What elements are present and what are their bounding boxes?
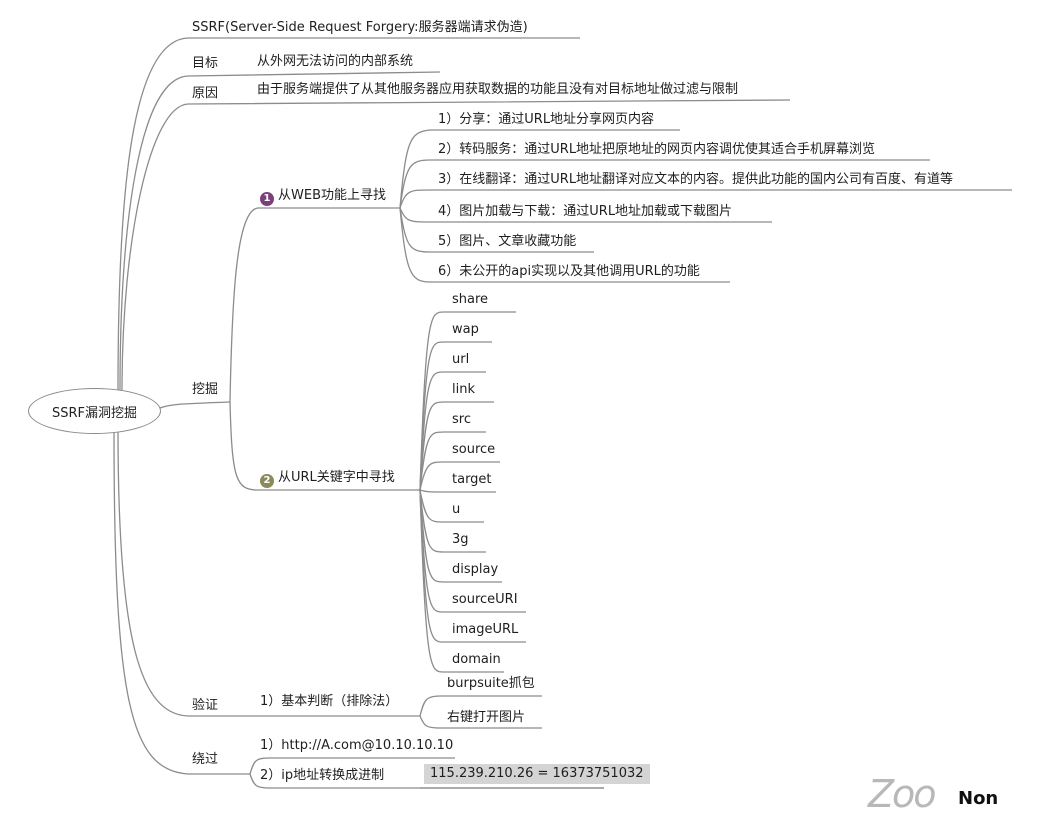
keyword-item[interactable]: target [452, 472, 492, 488]
bypass-node[interactable]: 绕过 [192, 752, 218, 768]
web-item-label: 4）图片加载与下载：通过URL地址加载或下载图片 [438, 204, 733, 219]
keyword-item-label: display [452, 562, 499, 577]
keyword-item-label: share [452, 292, 489, 307]
web-branch-node[interactable]: 1 从WEB功能上寻找 [260, 188, 386, 206]
mining-label: 挖掘 [192, 382, 219, 397]
keyword-item[interactable]: link [452, 382, 475, 398]
web-branch-label: 从WEB功能上寻找 [278, 188, 386, 203]
goal-value-text: 从外网无法访问的内部系统 [257, 54, 414, 69]
verify-item-burpsuite[interactable]: burpsuite抓包 [447, 676, 535, 692]
watermark-logo: Zoo [868, 772, 937, 816]
verify-item-right-click[interactable]: 右键打开图片 [447, 710, 525, 726]
web-item-label: 2）转码服务：通过URL地址把原地址的网页内容调优使其适合手机屏幕浏览 [438, 142, 876, 157]
verify-label: 验证 [192, 698, 219, 713]
mining-node[interactable]: 挖掘 [192, 382, 218, 398]
number-1-badge-icon: 1 [260, 192, 274, 206]
keyword-item[interactable]: imageURL [452, 622, 518, 638]
verify-item-label: burpsuite抓包 [447, 676, 535, 691]
ip-conversion-label: 115.239.210.26 = 16373751032 [430, 766, 644, 781]
web-item[interactable]: 5）图片、文章收藏功能 [438, 234, 576, 250]
web-item-label: 5）图片、文章收藏功能 [438, 234, 577, 249]
ip-conversion-node[interactable]: 115.239.210.26 = 16373751032 [424, 764, 650, 784]
web-item[interactable]: 2）转码服务：通过URL地址把原地址的网页内容调优使其适合手机屏幕浏览 [438, 142, 875, 158]
cause-label: 原因 [192, 86, 219, 101]
goal-node[interactable]: 目标 [192, 56, 218, 72]
goal-label: 目标 [192, 56, 219, 71]
keyword-item[interactable]: domain [452, 652, 501, 668]
bypass-item-at-sign[interactable]: 1）http://A.com@10.10.10.10 [260, 738, 453, 754]
keyword-item[interactable]: display [452, 562, 498, 578]
verify-method-label: 1）基本判断（排除法） [260, 694, 399, 709]
root-node[interactable]: SSRF漏洞挖掘 [28, 388, 161, 434]
keyword-item-label: source [452, 442, 496, 457]
bypass-item-label: 2）ip地址转换成进制 [260, 768, 385, 783]
top-note[interactable]: SSRF(Server-Side Request Forgery:服务器端请求伪… [192, 20, 528, 36]
keyword-branch-node[interactable]: 2 从URL关键字中寻找 [260, 470, 395, 488]
web-item[interactable]: 3）在线翻译：通过URL地址翻译对应文本的内容。提供此功能的国内公司有百度、有道… [438, 172, 953, 188]
verify-item-label: 右键打开图片 [447, 710, 526, 725]
keyword-item[interactable]: wap [452, 322, 479, 338]
number-2-badge-icon: 2 [260, 474, 274, 488]
keyword-item-label: imageURL [452, 622, 519, 637]
keyword-item[interactable]: url [452, 352, 469, 368]
web-item[interactable]: 6）未公开的api实现以及其他调用URL的功能 [438, 264, 700, 280]
cause-value[interactable]: 由于服务端提供了从其他服务器应用获取数据的功能且没有对目标地址做过滤与限制 [257, 82, 738, 98]
keyword-item-label: url [452, 352, 470, 367]
verify-node[interactable]: 验证 [192, 698, 218, 714]
keyword-item-label: u [452, 502, 461, 517]
web-item-label: 1）分享：通过URL地址分享网页内容 [438, 112, 655, 127]
keyword-item[interactable]: u [452, 502, 460, 518]
bypass-item-label: 1）http://A.com@10.10.10.10 [260, 738, 454, 753]
web-item-label: 6）未公开的api实现以及其他调用URL的功能 [438, 264, 700, 279]
keyword-item-label: target [452, 472, 492, 487]
keyword-branch-label: 从URL关键字中寻找 [278, 470, 395, 485]
keyword-item[interactable]: src [452, 412, 471, 428]
keyword-item-label: src [452, 412, 471, 427]
keyword-item-label: link [452, 382, 475, 397]
top-note-label: SSRF(Server-Side Request Forgery:服务器端请求伪… [192, 20, 528, 35]
keyword-item[interactable]: source [452, 442, 495, 458]
keyword-item[interactable]: share [452, 292, 488, 308]
goal-value[interactable]: 从外网无法访问的内部系统 [257, 54, 413, 70]
web-item[interactable]: 1）分享：通过URL地址分享网页内容 [438, 112, 654, 128]
verify-method-node[interactable]: 1）基本判断（排除法） [260, 694, 398, 710]
web-item-label: 3）在线翻译：通过URL地址翻译对应文本的内容。提供此功能的国内公司有百度、有道… [438, 172, 954, 187]
root-label: SSRF漏洞挖掘 [51, 405, 137, 421]
bypass-label: 绕过 [192, 752, 219, 767]
cause-node[interactable]: 原因 [192, 86, 218, 102]
keyword-item-label: 3g [452, 532, 469, 547]
watermark-text: Non [958, 788, 999, 809]
cause-value-text: 由于服务端提供了从其他服务器应用获取数据的功能且没有对目标地址做过滤与限制 [257, 82, 739, 97]
keyword-item-label: domain [452, 652, 501, 667]
keyword-item-label: wap [452, 322, 479, 337]
web-item[interactable]: 4）图片加载与下载：通过URL地址加载或下载图片 [438, 204, 732, 220]
keyword-item-label: sourceURI [452, 592, 518, 607]
keyword-item[interactable]: sourceURI [452, 592, 518, 608]
bypass-item-ip-convert[interactable]: 2）ip地址转换成进制 [260, 768, 384, 784]
keyword-item[interactable]: 3g [452, 532, 469, 548]
